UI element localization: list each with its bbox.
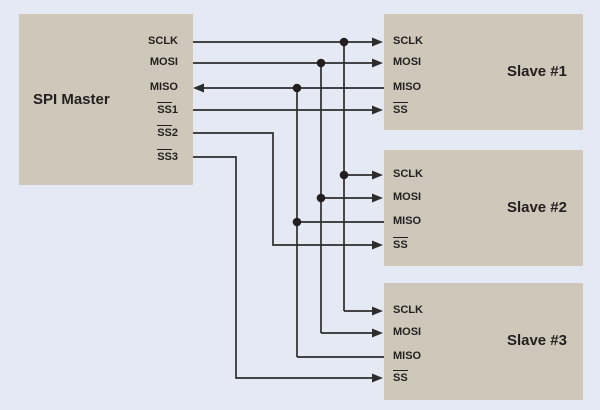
slave1-pin-ss: SS	[393, 102, 408, 116]
junction-dot	[339, 170, 349, 180]
junction-dot	[339, 37, 349, 47]
master-pin-ss2: SS2	[157, 125, 178, 139]
spi-master-title: SPI Master	[33, 91, 110, 108]
master-pin-sclk: SCLK	[148, 35, 178, 47]
slave3-pin-ss: SS	[393, 370, 408, 384]
arrowhead-icon	[372, 373, 383, 383]
slave3-box	[384, 283, 583, 400]
arrowhead-icon	[372, 193, 383, 203]
slave3-pin-miso: MISO	[393, 350, 422, 362]
arrowhead-icon	[372, 328, 383, 338]
junction-dot	[292, 83, 302, 93]
slave2-title: Slave #2	[506, 199, 567, 216]
slave3-pin-mosi: MOSI	[393, 326, 422, 338]
slave2-box	[384, 150, 583, 266]
slave2-pin-miso: MISO	[393, 215, 422, 227]
junction-dot	[292, 217, 302, 227]
arrowhead-icon	[372, 170, 383, 180]
slave1-box	[384, 14, 583, 130]
slave2-pin-mosi: MOSI	[393, 191, 422, 203]
mosi-net	[193, 58, 383, 338]
slave1-pin-sclk: SCLK	[393, 35, 423, 47]
ss3-net	[193, 156, 383, 383]
slave1-title: Slave #1	[506, 63, 567, 80]
ss2-net	[193, 132, 383, 250]
ss1-net	[193, 105, 383, 115]
sclk-net	[193, 37, 383, 316]
arrowhead-icon	[372, 240, 383, 250]
ss2-wire	[193, 132, 372, 246]
master-pin-ss1: SS1	[157, 102, 178, 116]
slave2-pin-sclk: SCLK	[393, 168, 423, 180]
slave3-pin-sclk: SCLK	[393, 304, 423, 316]
arrowhead-icon	[372, 58, 383, 68]
arrowhead-icon	[372, 37, 383, 47]
master-pin-mosi: MOSI	[149, 56, 178, 68]
spi-master-box	[19, 14, 193, 185]
arrowhead-icon	[372, 105, 383, 115]
ss3-wire	[193, 156, 372, 379]
arrowhead-icon	[193, 83, 204, 93]
slave1-pin-miso: MISO	[393, 81, 422, 93]
master-pin-ss3: SS3	[157, 149, 178, 163]
slave2-pin-ss: SS	[393, 237, 408, 251]
miso-net	[193, 83, 384, 358]
arrowhead-icon	[372, 306, 383, 316]
slave1-pin-mosi: MOSI	[393, 56, 422, 68]
slave3-title: Slave #3	[506, 332, 567, 349]
master-pin-miso: MISO	[149, 81, 178, 93]
junction-dot	[316, 58, 326, 68]
junction-dot	[316, 193, 326, 203]
